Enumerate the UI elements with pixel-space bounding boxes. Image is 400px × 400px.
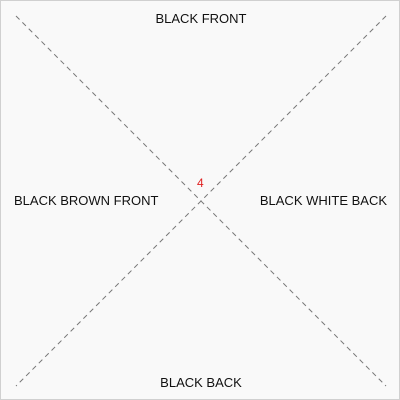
center-number: 4 — [197, 176, 204, 190]
diagonal-line-top-right-to-bottom-left — [15, 15, 387, 387]
label-bottom: BLACK BACK — [160, 375, 242, 390]
label-top: BLACK FRONT — [155, 11, 247, 26]
label-left: BLACK BROWN FRONT — [14, 193, 159, 208]
label-right: BLACK WHITE BACK — [259, 193, 387, 208]
